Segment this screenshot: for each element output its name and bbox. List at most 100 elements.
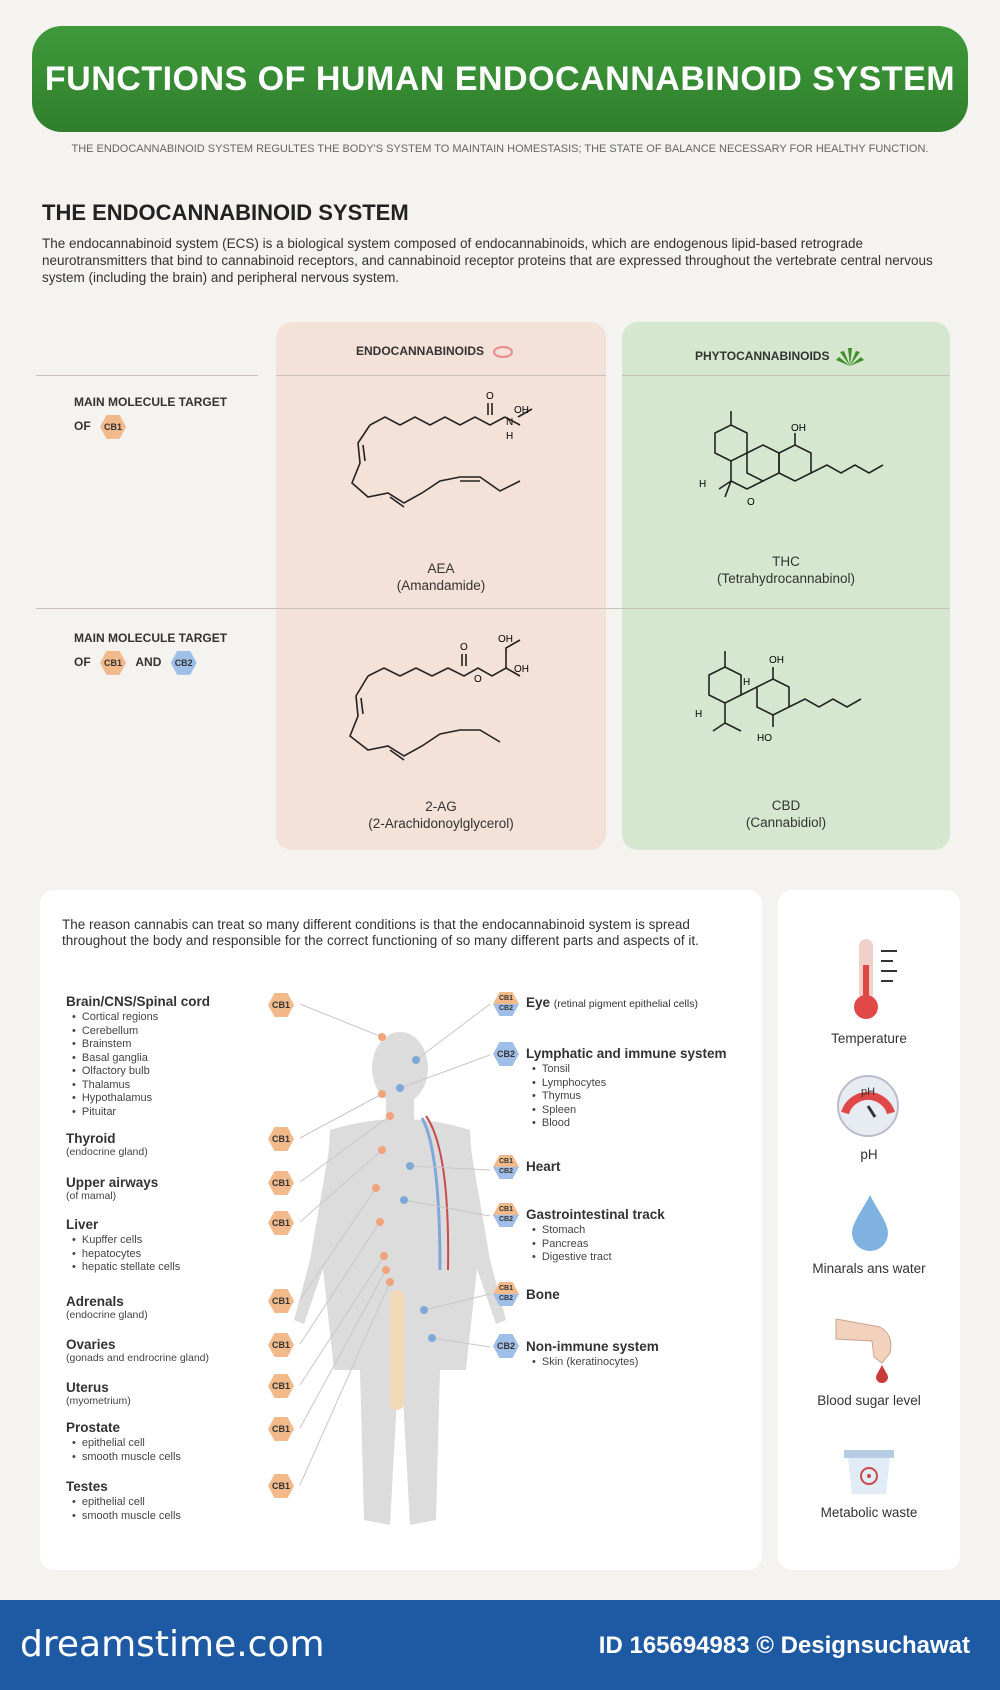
list-item: Thalamus: [66, 1079, 210, 1093]
ph-label: pH: [860, 1147, 878, 1162]
section-title: THE ENDOCANNABINOID SYSTEM: [42, 200, 409, 225]
divider: [36, 608, 950, 609]
atom-label: O: [460, 642, 468, 653]
list-item: epithelial cell: [66, 1437, 181, 1451]
list-item: hepatocytes: [66, 1248, 180, 1262]
list-item: smooth muscle cells: [66, 1510, 181, 1524]
list-item: Olfactory bulb: [66, 1065, 210, 1079]
list-item: Kupffer cells: [66, 1234, 180, 1248]
list-item: Cortical regions: [66, 1011, 210, 1025]
atom-label: H: [695, 709, 702, 720]
organ-bone: Bone: [526, 1287, 560, 1302]
lipid-drop-icon: [493, 345, 514, 358]
atom-label: OH: [514, 664, 529, 675]
endocannabinoids-panel: [276, 322, 606, 850]
organ-uterus: Uterus (myometrium): [66, 1380, 131, 1407]
cb1-badge: CB1: [268, 1474, 294, 1498]
list-item: Cerebellum: [66, 1025, 210, 1039]
organ-brain: Brain/CNS/Spinal cord Cortical regions C…: [66, 994, 210, 1119]
endocannabinoids-header: ENDOCANNABINOIDS: [356, 344, 515, 359]
atom-label: O: [747, 497, 755, 508]
cb1-badge: CB1: [268, 1374, 294, 1398]
list-item: Spleen: [526, 1104, 727, 1118]
row1-target-label: MAIN MOLECULE TARGET OF CB1: [74, 390, 227, 439]
image-credit: ID 165694983 © Designsuchawat: [598, 1632, 970, 1659]
thermometer-icon: [854, 939, 897, 1019]
2ag-label: 2-AG (2-Arachidonoylglycerol): [368, 799, 514, 831]
finger-blood-drop-icon: [835, 1318, 892, 1383]
atom-label: OH: [514, 405, 529, 416]
organ-ovaries: Ovaries (gonads and endrocrine gland): [66, 1337, 210, 1364]
row2-target-label: MAIN MOLECULE TARGET OF CB1 AND CB2: [74, 626, 227, 675]
atom-label: OH: [791, 423, 806, 434]
cb1-badge: CB1: [268, 1417, 294, 1441]
organ-prostate: Prostate epithelial cell smooth muscle c…: [66, 1420, 181, 1464]
cbd-structure: OH H H HO: [695, 651, 862, 744]
cb1-badge: CB1: [268, 1127, 294, 1151]
cb1-badge: CB1: [268, 1333, 294, 1357]
list-item: Pancreas: [526, 1238, 665, 1252]
divider: [36, 375, 258, 376]
phytocannabinoids-panel: [622, 322, 950, 850]
metabolic-waste-label: Metabolic waste: [820, 1505, 918, 1520]
footer-logo[interactable]: dreamstime.com: [20, 1624, 325, 1665]
list-item: Blood: [526, 1117, 727, 1131]
cb1-badge: CB1: [268, 1211, 294, 1235]
atom-label: OH: [769, 655, 784, 666]
organ-upper-airways: Upper airways (of mamal): [66, 1175, 159, 1202]
cb1-badge: CB1: [268, 993, 294, 1017]
list-item: Thymus: [526, 1090, 727, 1104]
page-title: FUNCTIONS OF HUMAN ENDOCANNABINOID SYSTE…: [44, 60, 956, 98]
list-item: epithelial cell: [66, 1496, 181, 1510]
atom-label: O: [474, 674, 482, 685]
atom-label: H: [743, 677, 750, 688]
human-body-silhouette: [294, 1032, 506, 1525]
thc-label: THC (Tetrahydrocannabinol): [716, 554, 856, 586]
blood-sugar-label: Blood sugar level: [817, 1393, 921, 1408]
list-item: hepatic stellate cells: [66, 1261, 180, 1275]
intro-paragraph: The endocannabinoid system (ECS) is a bi…: [42, 236, 933, 285]
ph-gauge-icon: pH: [837, 1075, 899, 1137]
list-item: Skin (keratinocytes): [526, 1356, 659, 1370]
cb1-badge: CB1: [268, 1289, 294, 1313]
list-item: Tonsil: [526, 1063, 727, 1077]
divider: [622, 375, 950, 376]
cannabis-leaf-icon: [835, 348, 864, 366]
phytocannabinoids-header: PHYTOCANNABINOIDS: [695, 344, 865, 370]
page-subtitle: THE ENDOCANNABINOID SYSTEM REGULTES THE …: [71, 143, 929, 155]
ph-gauge-label: pH: [861, 1086, 875, 1098]
2ag-structure: O O OH OH: [349, 634, 529, 761]
list-item: Lymphocytes: [526, 1077, 727, 1091]
list-item: Stomach: [526, 1224, 665, 1238]
cb1-badge: CB1: [100, 414, 127, 439]
list-item: Hypothalamus: [66, 1092, 210, 1106]
atom-label: O: [486, 391, 494, 402]
list-item: Basal ganglia: [66, 1052, 210, 1066]
list-item: smooth muscle cells: [66, 1451, 181, 1465]
list-item: Digestive tract: [526, 1251, 665, 1265]
organ-lymphatic: Lymphatic and immune system Tonsil Lymph…: [526, 1046, 727, 1131]
atom-label: OH: [498, 634, 513, 645]
atom-label: H: [506, 431, 513, 442]
minerals-label: Minarals ans water: [812, 1261, 926, 1276]
atom-label: N: [506, 417, 513, 428]
body-intro-text: The reason cannabis can treat so many di…: [62, 917, 699, 948]
phytocannabinoids-label: PHYTOCANNABINOIDS: [695, 349, 830, 364]
footer-bar: dreamstime.com ID 165694983 © Designsuch…: [0, 1600, 1000, 1690]
cb1-badge: CB1: [100, 650, 127, 675]
organ-gastrointestinal: Gastrointestinal track Stomach Pancreas …: [526, 1207, 665, 1265]
organ-thyroid: Thyroid (endocrine gland): [66, 1131, 148, 1158]
title-banner: FUNCTIONS OF HUMAN ENDOCANNABINOID SYSTE…: [32, 26, 968, 132]
cb1-badge: CB1: [268, 1171, 294, 1195]
water-drop-icon: [852, 1195, 888, 1251]
thc-structure: OH H O: [699, 411, 884, 508]
organ-liver: Liver Kupffer cells hepatocytes hepatic …: [66, 1217, 180, 1275]
list-item: Brainstem: [66, 1038, 210, 1052]
list-item: Pituitar: [66, 1106, 210, 1120]
biohazard-bin-icon: [844, 1450, 894, 1494]
atom-label: HO: [757, 733, 772, 744]
organ-heart: Heart: [526, 1159, 561, 1174]
organ-non-immune: Non-immune system Skin (keratinocytes): [526, 1339, 659, 1370]
cb2-badge: CB2: [170, 650, 197, 675]
organ-testes: Testes epithelial cell smooth muscle cel…: [66, 1479, 181, 1523]
